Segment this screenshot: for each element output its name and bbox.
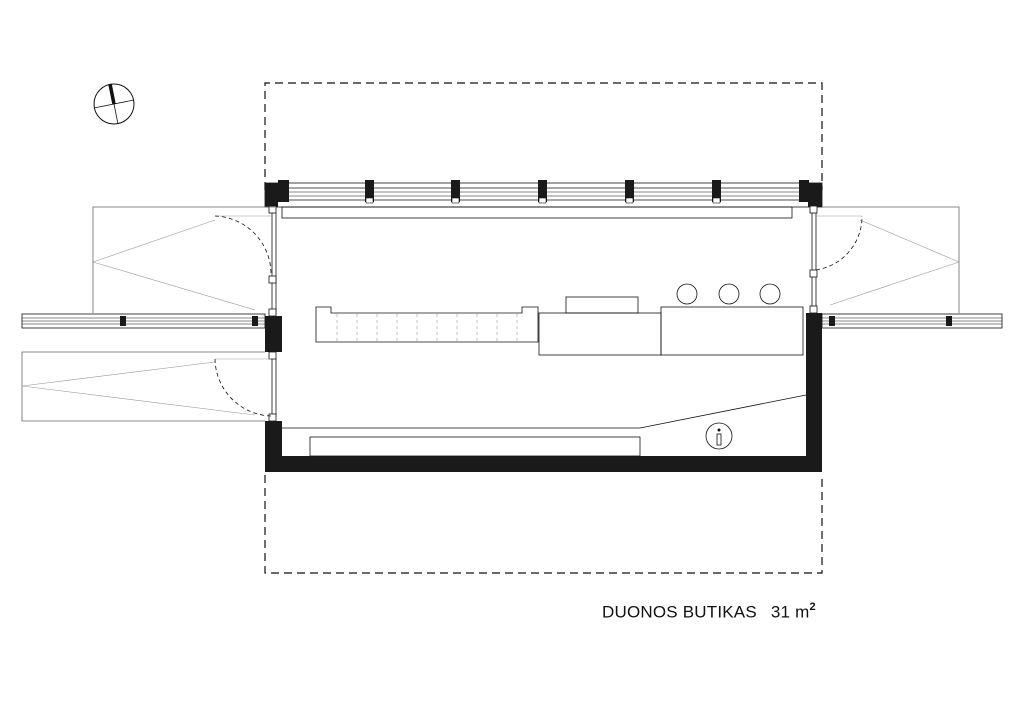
- window-mullions: [365, 180, 721, 204]
- area-value: 31: [770, 602, 791, 622]
- area-unit: m: [795, 602, 810, 622]
- dashed-outline-bottom: [264, 475, 823, 574]
- awning-right: [815, 206, 960, 313]
- north-arrow-icon: [93, 83, 135, 125]
- shop-title: DUONOS BUTIKAS: [602, 602, 757, 622]
- solid-wall: [265, 313, 822, 472]
- dashed-outline-top: [264, 82, 823, 190]
- sink-icon: [705, 422, 733, 450]
- area-exponent: 2: [809, 601, 816, 613]
- corner-post-top-right: [799, 180, 822, 214]
- glazing-strip-right: [821, 313, 1003, 329]
- stools: [676, 283, 781, 305]
- right-facade-frame: [809, 213, 818, 314]
- corner-post-top-left: [265, 180, 289, 214]
- plan-caption: DUONOS BUTIKAS 31 m2: [602, 601, 816, 623]
- awning-upper-left: [92, 206, 275, 313]
- glazing-strip-left: [21, 313, 266, 329]
- awning-lower-left: [21, 351, 272, 422]
- bread-shelf: [315, 306, 539, 343]
- back-counter: [282, 394, 807, 457]
- left-facade-frame: [265, 213, 282, 422]
- sales-counter: [538, 296, 804, 356]
